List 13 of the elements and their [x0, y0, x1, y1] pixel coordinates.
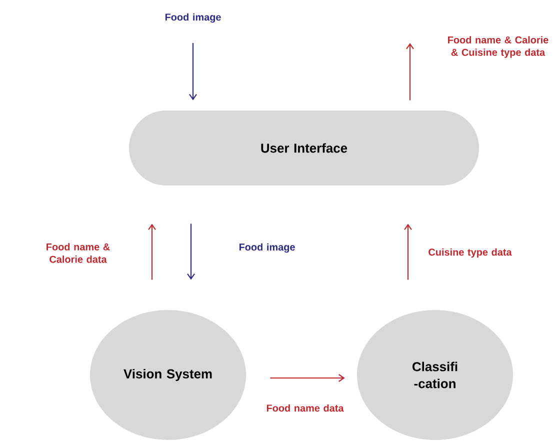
arrow [270, 374, 345, 382]
arrow [189, 43, 197, 100]
arrow [406, 43, 414, 100]
arrow [148, 224, 156, 280]
edge-label: Food name & Calorie & Cuisine type data [448, 36, 548, 58]
interface-pill: User Interface [129, 110, 479, 186]
edge-label: Food name & Calorie data [46, 243, 110, 263]
edge-label: Food name data [266, 404, 344, 412]
edge-label: Cuisine type data [428, 248, 512, 258]
arrow [404, 224, 412, 280]
edge-label: Food image [239, 243, 295, 253]
edge-label: Food image [165, 13, 221, 23]
arrow [187, 224, 195, 280]
